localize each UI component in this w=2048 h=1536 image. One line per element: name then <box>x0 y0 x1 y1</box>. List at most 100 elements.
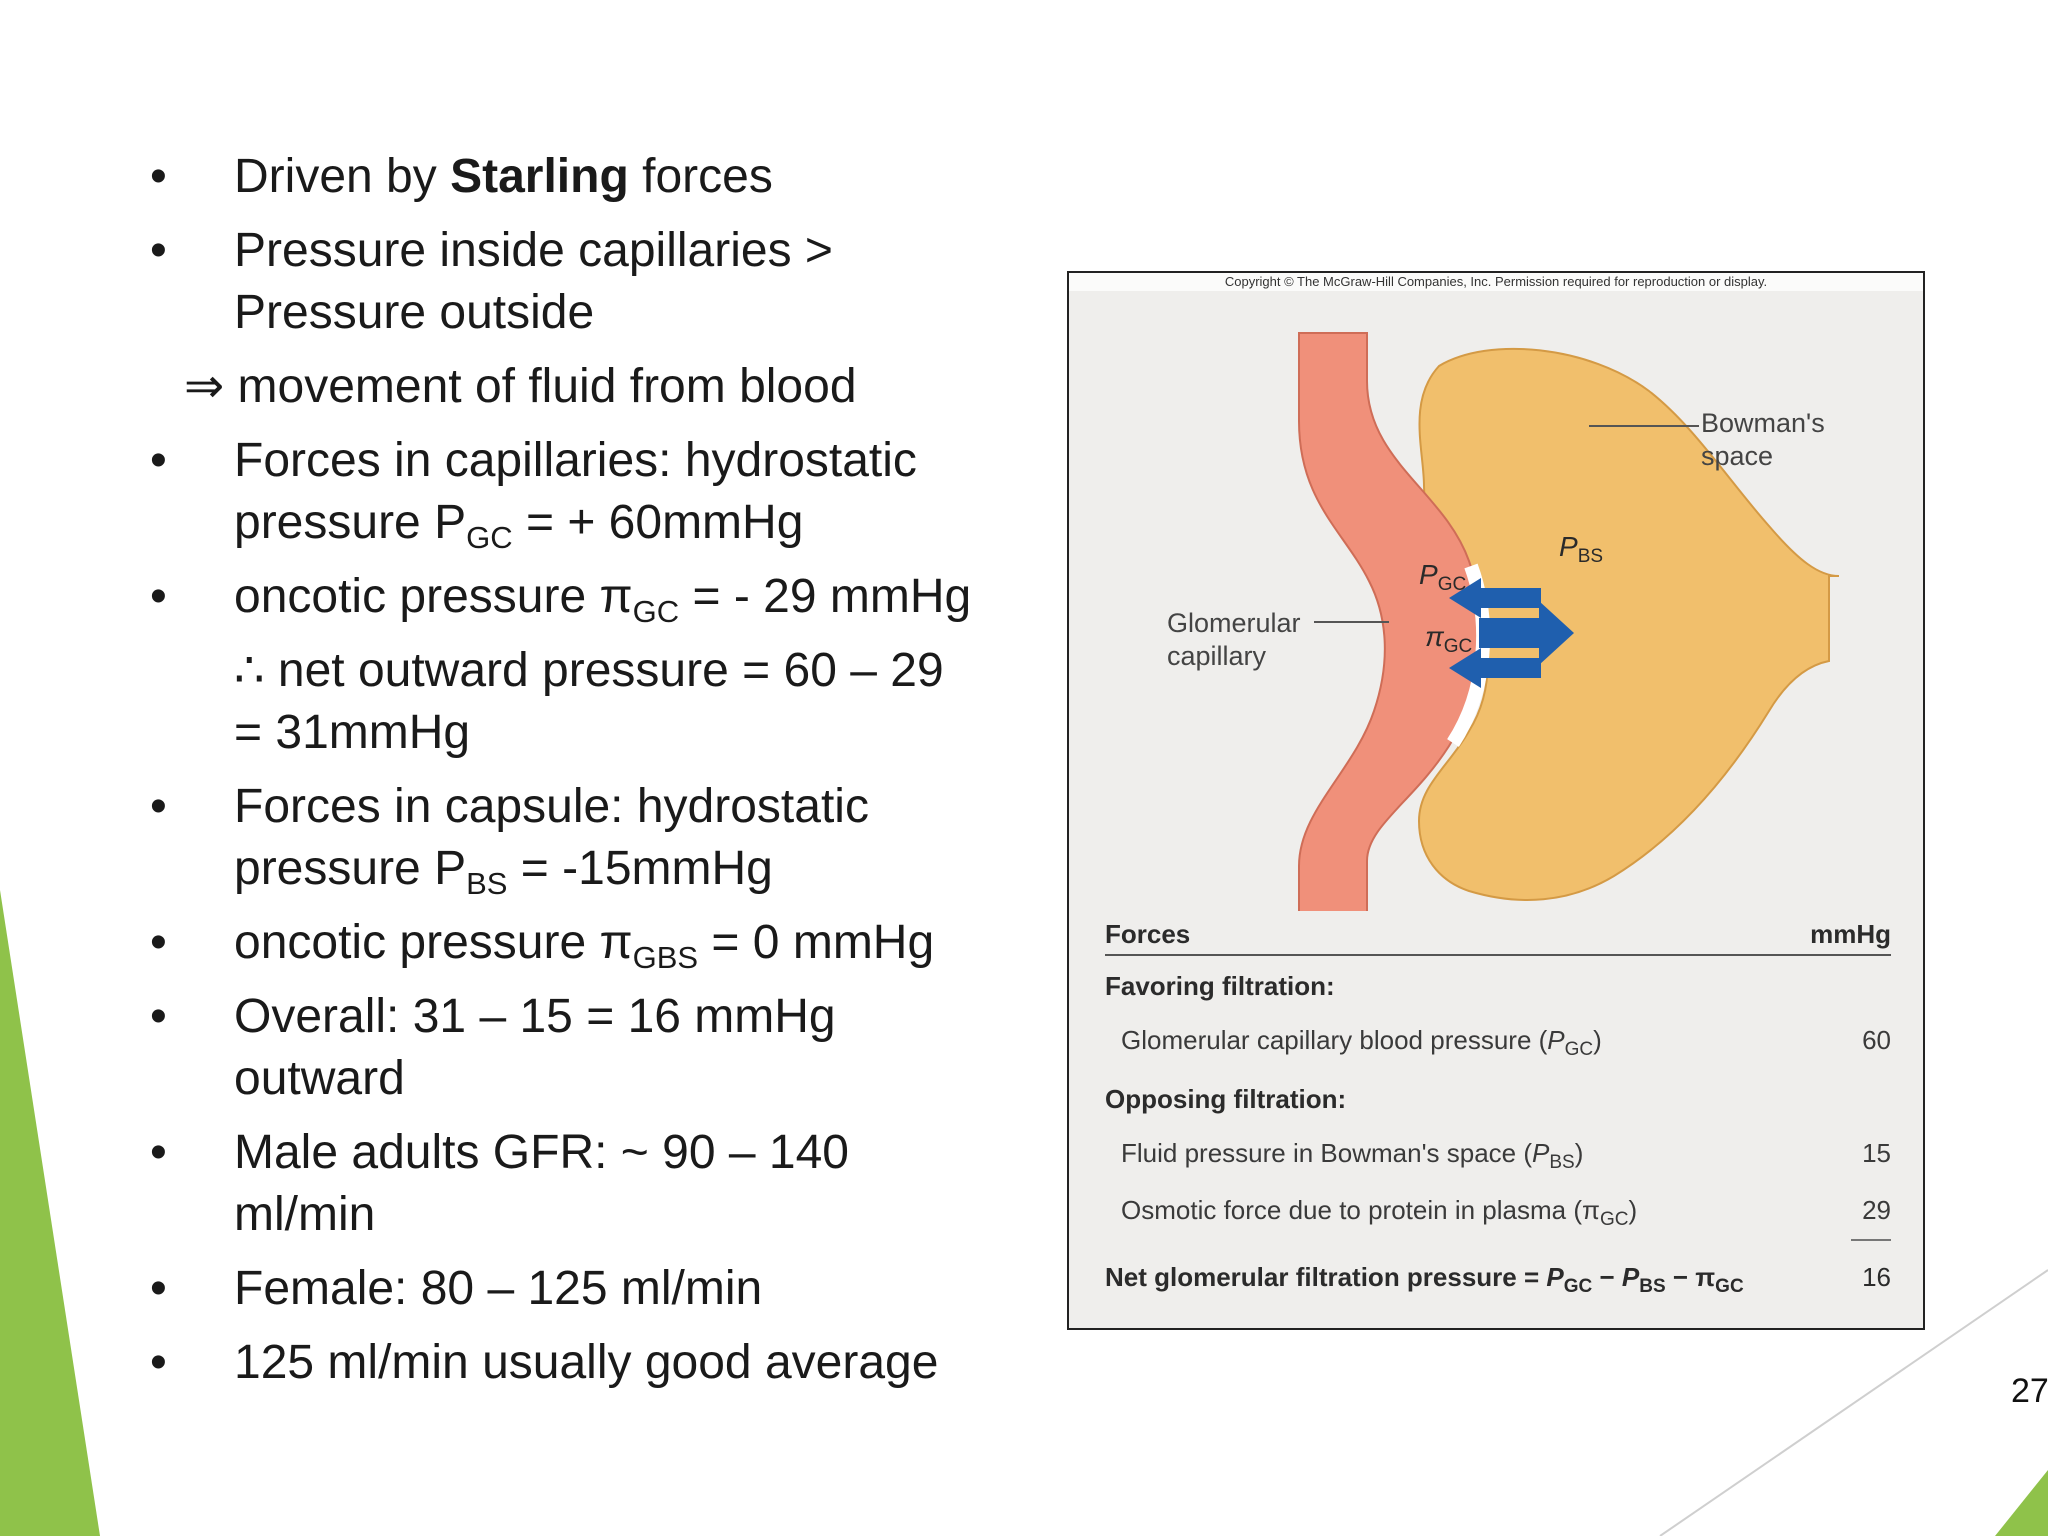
label-line: Bowman's <box>1701 408 1825 438</box>
bullet-text: Overall: 31 – 15 = 16 mmHg <box>234 990 836 1043</box>
symbol-subscript: BS <box>1577 546 1604 567</box>
bullet-forces-capillaries: • Forces in capillaries: hydrostatic pre… <box>150 430 1050 554</box>
subscript: GBS <box>632 940 699 975</box>
row-subscript: GC <box>1599 1209 1629 1230</box>
arrow-p-bs <box>1449 578 1541 618</box>
bullet-text: Male adults GFR: ~ 90 – 140 <box>234 1126 849 1179</box>
net-outward-pressure: ∴ net outward pressure = 60 – 29 = 31mmH… <box>150 640 1050 764</box>
p-bs-symbol: PBS <box>1559 531 1603 566</box>
bullet-text-part: = - 29 mmHg <box>679 570 972 623</box>
net-term: π <box>1695 1262 1716 1292</box>
bullet-text: Pressure outside <box>234 286 595 339</box>
net-value: 16 <box>1862 1262 1891 1292</box>
bullet-text: outward <box>234 1052 405 1105</box>
row-label-close: ) <box>1628 1195 1638 1225</box>
bullet-text-part: oncotic pressure π <box>234 916 633 969</box>
section-opposing: Opposing filtration: <box>1105 1084 1347 1114</box>
row-subscript: BS <box>1549 1152 1575 1173</box>
bullet-oncotic-gc: • oncotic pressure πGC = - 29 mmHg <box>150 566 1050 628</box>
net-term: P <box>1621 1262 1640 1292</box>
bullet-text: forces <box>628 150 773 203</box>
p-gc-symbol: PGC <box>1419 559 1466 594</box>
subscript: BS <box>466 866 508 901</box>
glomerular-filtration-figure: Copyright © The McGraw-Hill Companies, I… <box>1067 271 1925 1330</box>
symbol-letter: P <box>1419 559 1438 590</box>
bullet-text: ml/min <box>234 1188 376 1241</box>
bullet-text: 125 ml/min usually good average <box>234 1336 939 1389</box>
net-operator: − <box>1665 1262 1696 1292</box>
net-term: P <box>1546 1262 1564 1292</box>
table-header: Forces mmHg <box>1105 906 1891 956</box>
green-accent-corner <box>1995 1470 2048 1536</box>
bullet-female-gfr: • Female: 80 – 125 ml/min <box>150 1258 1050 1320</box>
bullet-text: Forces in capillaries: hydrostatic <box>234 434 917 487</box>
filtration-diagram <box>1298 332 1840 911</box>
bullet-male-gfr: • Male adults GFR: ~ 90 – 140 ml/min <box>150 1122 1050 1246</box>
bullet-text: = 31mmHg <box>234 706 471 759</box>
row-label-close: ) <box>1574 1138 1584 1168</box>
bullet-dot: • <box>150 434 167 487</box>
bullet-text: Pressure inside capillaries > <box>234 224 833 277</box>
bullet-text-part: = + 60mmHg <box>512 496 804 549</box>
bullet-dot: • <box>150 990 167 1043</box>
implication-movement: ⇒ movement of fluid from blood <box>150 356 1050 418</box>
row-symbol: P <box>1547 1025 1565 1055</box>
header-forces: Forces <box>1105 919 1191 949</box>
label-line: capillary <box>1167 641 1267 671</box>
glomerular-capillary-shape <box>1298 332 1482 911</box>
arrow-pi-gc <box>1449 648 1541 688</box>
row-value: 29 <box>1862 1195 1891 1225</box>
label-line: space <box>1701 441 1774 471</box>
row-value: 15 <box>1862 1138 1891 1168</box>
bullet-dot: • <box>150 780 167 833</box>
row-symbol: π <box>1581 1195 1600 1225</box>
decorative-line <box>1659 1269 2048 1536</box>
bullet-text-part: oncotic pressure π <box>234 570 633 623</box>
pi-gc-symbol: πGC <box>1425 621 1472 656</box>
section-favoring: Favoring filtration: <box>1105 971 1335 1001</box>
page-number: 27 <box>2011 1372 2048 1410</box>
bullet-dot: • <box>150 916 167 969</box>
symbol-subscript: GC <box>1437 574 1467 595</box>
table-row: Osmotic force due to protein in plasma (… <box>1105 1182 1891 1239</box>
label-line: Glomerular <box>1167 608 1301 638</box>
row-label-close: ) <box>1593 1025 1602 1055</box>
bullet-dot: • <box>150 570 167 623</box>
bullet-text-bold: Starling <box>450 150 629 203</box>
row-value: 60 <box>1862 1025 1891 1055</box>
row-symbol: P <box>1532 1138 1550 1168</box>
bullet-text: Female: 80 – 125 ml/min <box>234 1262 763 1315</box>
net-subscript: GC <box>1715 1276 1744 1297</box>
bullet-average: • 125 ml/min usually good average <box>150 1332 1050 1394</box>
bowmans-space-label: Bowman's space <box>1701 407 1825 473</box>
table-row: Fluid pressure in Bowman's space (PBS) 1… <box>1105 1125 1891 1182</box>
bullet-text-part: pressure P <box>234 496 467 549</box>
row-subscript: GC <box>1564 1039 1594 1060</box>
row-label: Fluid pressure in Bowman's space ( <box>1121 1138 1533 1168</box>
bullet-text-part: = 0 mmHg <box>698 916 935 969</box>
bullet-pressure-inside: • Pressure inside capillaries > Pressure… <box>150 220 1050 344</box>
net-subscript: GC <box>1563 1276 1593 1297</box>
row-label: Glomerular capillary blood pressure ( <box>1121 1025 1548 1055</box>
bullet-dot: • <box>150 1336 167 1389</box>
net-label: Net glomerular filtration pressure = <box>1105 1262 1547 1292</box>
symbol-letter: P <box>1559 531 1578 562</box>
forces-table: Forces mmHg Favoring filtration: Glomeru… <box>1105 906 1891 1309</box>
row-label: Osmotic force due to protein in plasma ( <box>1121 1195 1582 1225</box>
bullet-text: Forces in capsule: hydrostatic <box>234 780 869 833</box>
bullet-text: pressure PGC = + 60mmHg <box>234 492 1050 554</box>
net-operator: − <box>1592 1262 1622 1292</box>
bullet-text-part: = -15mmHg <box>507 842 773 895</box>
bullet-dot: • <box>150 224 167 277</box>
subscript: GC <box>466 520 513 555</box>
bullet-text: Driven by <box>234 150 451 203</box>
bullet-list: • Driven by Starling forces • Pressure i… <box>150 146 1050 1406</box>
green-accent-left <box>0 890 100 1536</box>
net-subscript: BS <box>1639 1276 1666 1297</box>
bullet-forces-capsule: • Forces in capsule: hydrostatic pressur… <box>150 776 1050 900</box>
bullet-text-part: pressure P <box>234 842 467 895</box>
bullet-text: ∴ net outward pressure = 60 – 29 <box>234 644 944 697</box>
symbol-letter: π <box>1425 621 1444 652</box>
bullet-dot: • <box>150 1262 167 1315</box>
